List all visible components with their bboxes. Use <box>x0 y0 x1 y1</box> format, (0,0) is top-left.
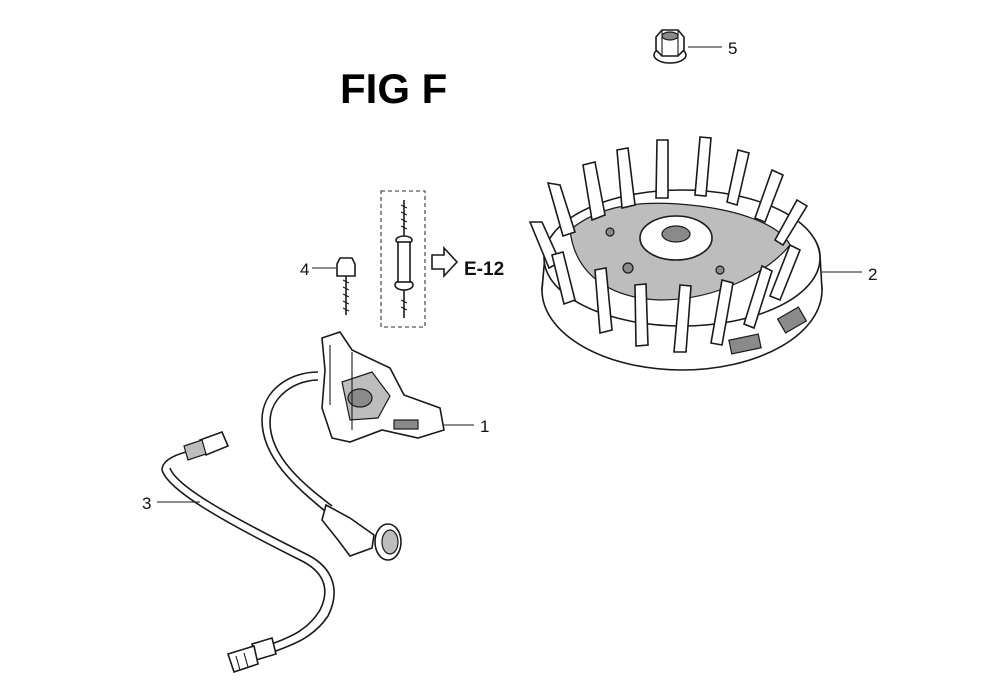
stud-part <box>394 200 414 318</box>
stop-switch-wire-part <box>161 430 335 674</box>
reference-arrow-icon <box>431 245 459 279</box>
callout-3: 3 <box>142 494 151 513</box>
bolt-part <box>336 257 356 315</box>
ignition-coil-part <box>261 331 445 561</box>
callout-4: 4 <box>300 260 309 279</box>
reference-box <box>380 190 426 328</box>
callout-5: 5 <box>728 39 737 58</box>
figure-title: FIG F <box>340 65 447 112</box>
flywheel-part <box>528 136 823 371</box>
reference-label: E-12 <box>464 259 504 280</box>
flange-nut-part <box>653 29 687 64</box>
callout-1: 1 <box>480 417 489 436</box>
callout-2: 2 <box>868 265 877 284</box>
